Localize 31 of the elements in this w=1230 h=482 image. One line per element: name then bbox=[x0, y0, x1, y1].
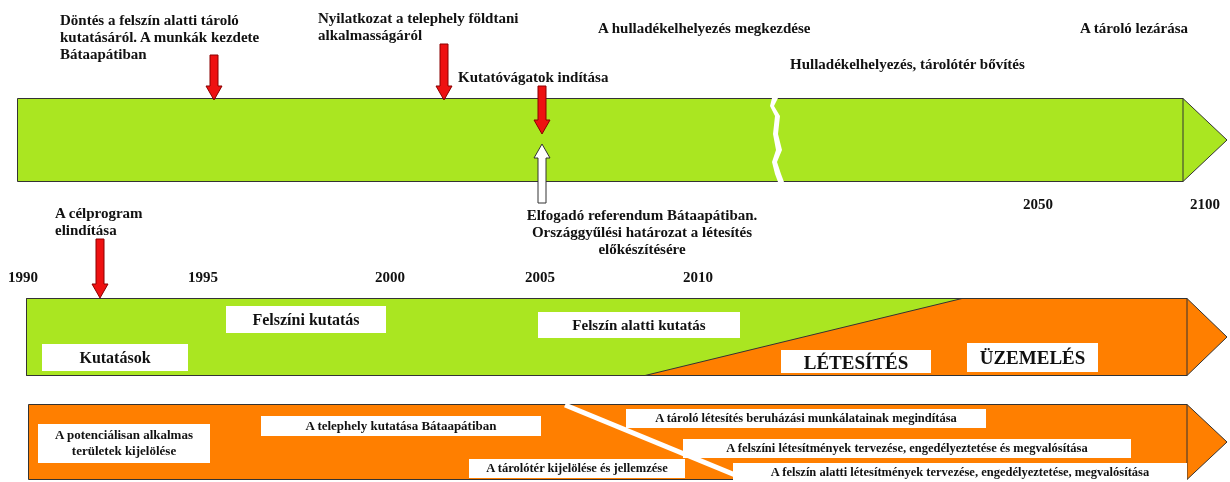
event-label: Kutatóvágatok indítása bbox=[458, 69, 648, 86]
year-label: 2050 bbox=[1023, 196, 1053, 213]
arrow bbox=[91, 238, 109, 299]
phase-label: Felszíni kutatás bbox=[226, 306, 386, 333]
event-label: Nyilatkozat a telephely földtani alkalmasságáról bbox=[318, 10, 568, 44]
event-label: Elfogadó referendum Bátaapátiban. Országgyűlési határozat a létesítés előkészítésére bbox=[502, 207, 782, 258]
phase-label: A felszín alatti létesítmények tervezése, engedélyeztetése, megvalósítása bbox=[733, 463, 1187, 481]
phase-label: A telephely kutatása Bátaapátiban bbox=[261, 416, 541, 436]
event-label: A hulladékelhelyezés megkezdése bbox=[598, 20, 811, 37]
phase-label: Kutatások bbox=[42, 344, 188, 371]
year-label: 2010 bbox=[683, 269, 713, 286]
event-label: Döntés a felszín alatti tároló kutatásáról. A munkák kezdete Bátaapátiban bbox=[60, 12, 310, 63]
phase-label: A tároló létesítés beruházási munkálatainak megindítása bbox=[626, 409, 986, 428]
arrow bbox=[205, 54, 223, 101]
phase-label: LÉTESÍTÉS bbox=[781, 350, 931, 373]
year-label: 1990 bbox=[8, 269, 38, 286]
event-label: A tároló lezárása bbox=[1080, 20, 1189, 37]
phase-label: A tárolótér kijelölése és jellemzése bbox=[469, 459, 685, 478]
arrow bbox=[533, 143, 551, 204]
year-label: 2000 bbox=[375, 269, 405, 286]
year-label: 1995 bbox=[188, 269, 218, 286]
year-label: 2100 bbox=[1190, 196, 1220, 213]
arrow bbox=[435, 43, 453, 101]
event-label: A célprogram elindítása bbox=[55, 205, 175, 239]
phase-label: A potenciálisan alkalmas területek kijelölése bbox=[38, 424, 210, 463]
phase-label: Felszín alatti kutatás bbox=[538, 312, 740, 338]
arrow bbox=[533, 85, 551, 135]
phase-label: A felszíni létesítmények tervezése, engedélyeztetése és megvalósítása bbox=[683, 439, 1131, 458]
phase-label: ÜZEMELÉS bbox=[967, 343, 1098, 372]
event-label: Hulladékelhelyezés, tárolótér bővítés bbox=[790, 56, 1025, 73]
year-label: 2005 bbox=[525, 269, 555, 286]
